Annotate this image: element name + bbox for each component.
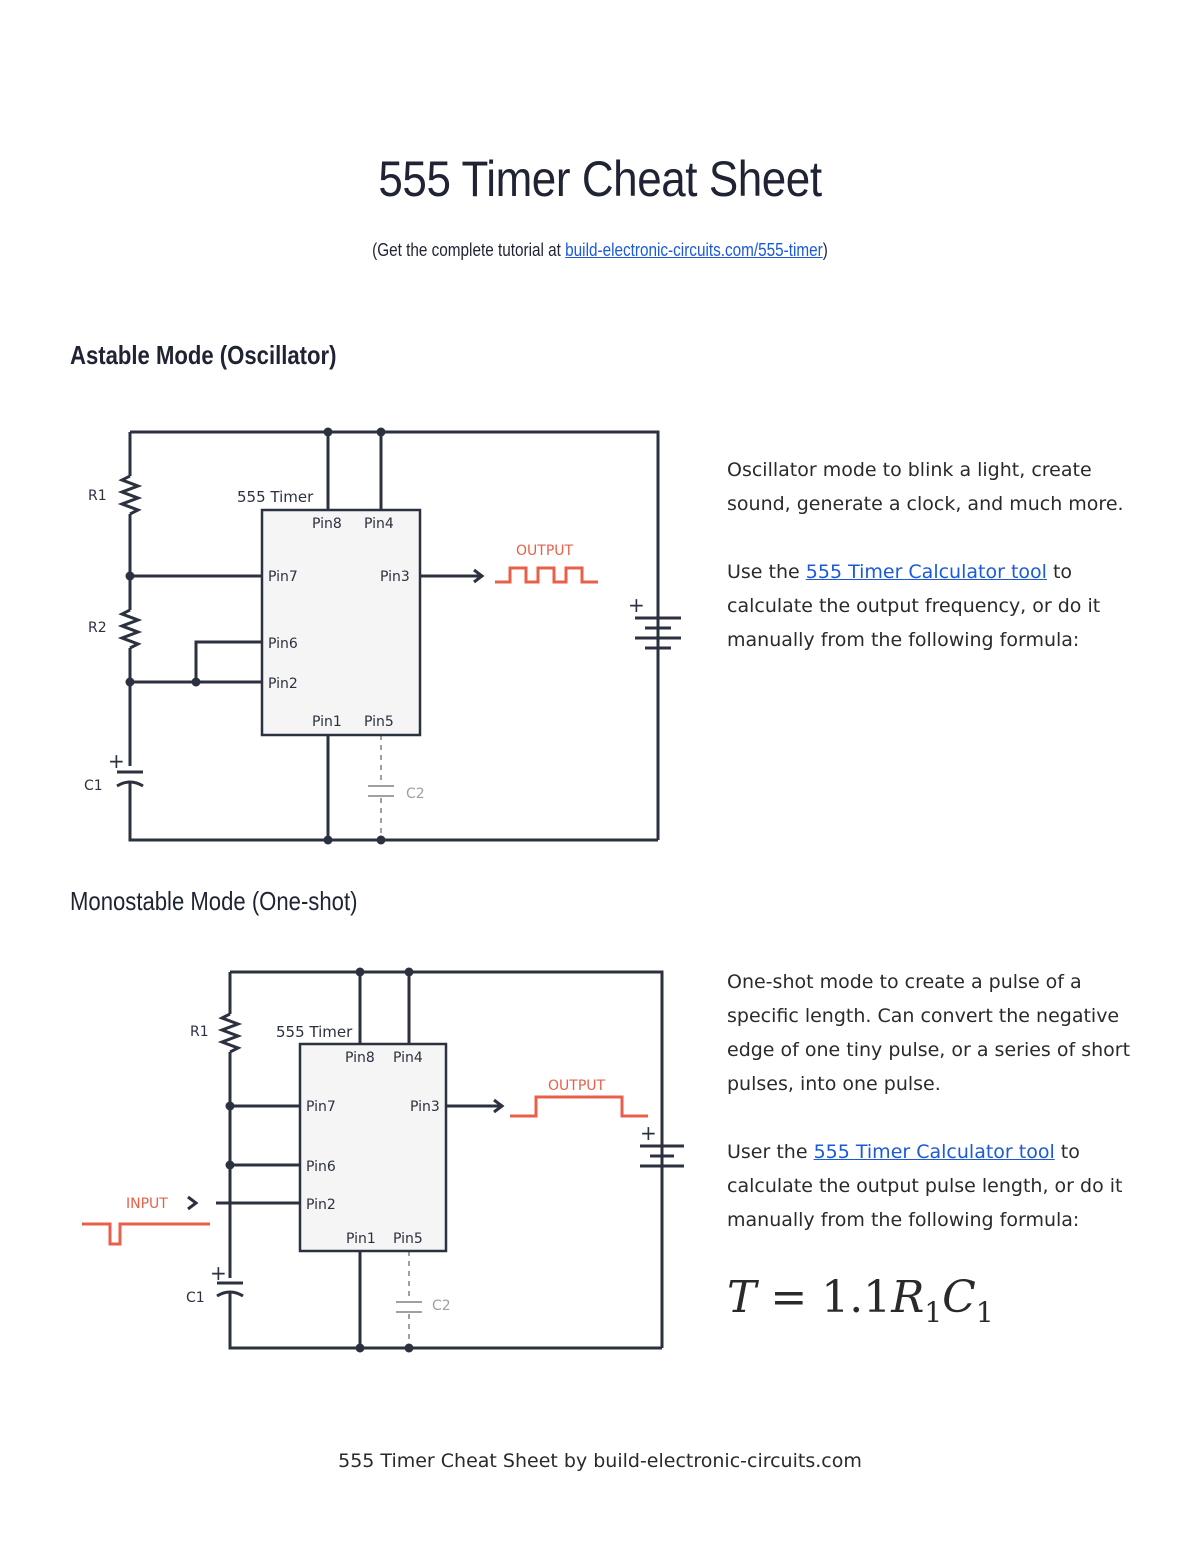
pin3-label: Pin3 [410,1099,440,1115]
subtitle-suffix: ) [822,240,828,260]
monostable-description: One-shot mode to create a pulse of a spe… [727,965,1147,1271]
c2-label: C2 [432,1298,451,1314]
astable-desc-2-prefix: Use the [727,561,806,583]
input-label: INPUT [126,1196,168,1212]
chip-label: 555 Timer [276,1023,353,1041]
formula-eq: = [756,1272,822,1323]
pin3-label: Pin3 [380,569,410,585]
formula-r-sub: 1 [924,1296,943,1329]
astable-desc-2-suffix: to calculate the output frequency, or do… [727,561,1101,651]
pin5-label: Pin5 [393,1231,423,1247]
formula-r: R [891,1272,925,1323]
pin1-label: Pin1 [346,1231,376,1247]
pin6-label: Pin6 [268,636,298,652]
astable-heading: Astable Mode (Oscillator) [70,340,337,370]
battery-plus: + [628,593,645,617]
monostable-desc-2-suffix: to calculate the output pulse length, or… [727,1141,1123,1231]
r2-label: R2 [88,620,107,636]
monostable-calculator-link[interactable]: 555 Timer Calculator tool [813,1141,1055,1163]
pin8-label: Pin8 [312,516,342,532]
r1-label: R1 [88,488,107,504]
pin7-label: Pin7 [268,569,298,585]
formula-coef: 1.1 [821,1272,892,1323]
pin8-label: Pin8 [345,1050,375,1066]
pin2-label: Pin2 [268,676,298,692]
astable-description: Oscillator mode to blink a light, create… [727,453,1147,691]
astable-desc-1: Oscillator mode to blink a light, create… [727,459,1124,515]
page-subtitle: (Get the complete tutorial at build-elec… [90,240,1110,261]
formula-c-sub: 1 [975,1296,994,1329]
pin4-label: Pin4 [393,1050,423,1066]
monostable-desc-2: User the 555 Timer Calculator tool to ca… [727,1135,1147,1237]
pin2-label: Pin2 [306,1197,336,1213]
output-label: OUTPUT [548,1078,606,1094]
pin4-label: Pin4 [364,516,394,532]
pin7-label: Pin7 [306,1099,336,1115]
battery-plus: + [640,1121,657,1145]
subtitle-prefix: (Get the complete tutorial at [372,240,566,260]
c1-label: C1 [186,1290,205,1306]
astable-desc-2: Use the 555 Timer Calculator tool to cal… [727,555,1147,657]
pin5-label: Pin5 [364,714,394,730]
astable-circuit-diagram: R1 R2 + C1 555 Timer Pin8 Pin4 Pin7 Pin3… [84,427,681,845]
formula-c: C [942,1272,976,1323]
formula-lhs: T [727,1272,757,1323]
page-title: 555 Timer Cheat Sheet [378,151,822,207]
c1-plus: + [210,1261,227,1285]
chip-label: 555 Timer [237,488,314,506]
c2-label: C2 [406,786,425,802]
monostable-heading: Monostable Mode (One-shot) [70,886,358,916]
page-footer: 555 Timer Cheat Sheet by build-electroni… [338,1450,862,1472]
monostable-desc-2-prefix: User the [727,1141,814,1163]
tutorial-link[interactable]: build-electronic-circuits.com/555-timer [565,240,823,260]
pulse-length-formula: T = 1.1R1C1 [727,1272,994,1329]
r1-label: R1 [190,1024,209,1040]
astable-calculator-link[interactable]: 555 Timer Calculator tool [805,561,1047,583]
c1-plus: + [108,749,125,773]
pin1-label: Pin1 [312,714,342,730]
output-label: OUTPUT [516,543,574,559]
monostable-desc-1: One-shot mode to create a pulse of a spe… [727,971,1131,1095]
monostable-circuit-diagram: R1 + C1 555 Timer Pin8 Pin4 Pin7 Pin3 Pi… [82,967,684,1353]
pin6-label: Pin6 [306,1159,336,1175]
c1-label: C1 [84,778,103,794]
